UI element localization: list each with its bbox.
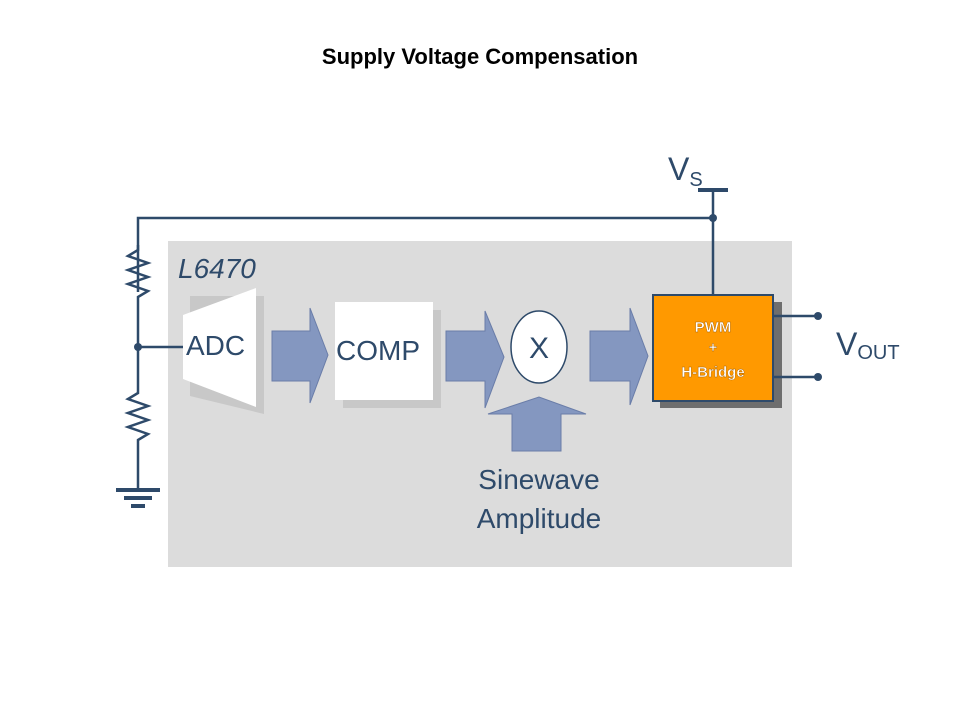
supply-label: VS — [668, 151, 703, 191]
comp-block — [335, 302, 433, 400]
amplitude-label-line1: Sinewave — [478, 464, 599, 495]
chip-label: L6470 — [178, 253, 256, 284]
resistor-bottom — [124, 347, 152, 488]
multiplier-symbol: X — [529, 332, 549, 365]
arrow-multiplier-to-pwm — [589, 307, 649, 406]
amplitude-label-line2: Amplitude — [477, 503, 602, 534]
output-terminal-top — [814, 312, 822, 320]
adc-label: ADC — [186, 330, 245, 361]
multiplier-node — [510, 310, 568, 384]
pwm-label-line1: PWM — [695, 319, 732, 336]
adc-block — [183, 288, 256, 407]
output-label: VOUT — [836, 326, 900, 364]
comp-label: COMP — [336, 335, 420, 366]
supply-junction — [709, 214, 717, 222]
pwm-label-line2: + — [709, 339, 718, 356]
arrow-amplitude-to-multiplier — [487, 396, 587, 452]
arrow-adc-to-comp — [271, 307, 329, 404]
arrow-comp-to-multiplier — [445, 310, 505, 409]
output-wires — [773, 314, 818, 379]
diagram-title: Supply Voltage Compensation — [321, 44, 639, 69]
pwm-hbridge-block — [652, 294, 774, 402]
ground-icon — [116, 488, 160, 508]
resistor-top — [124, 245, 152, 347]
output-terminal-bottom — [814, 373, 822, 381]
pwm-label-line3: H-Bridge — [681, 364, 744, 381]
